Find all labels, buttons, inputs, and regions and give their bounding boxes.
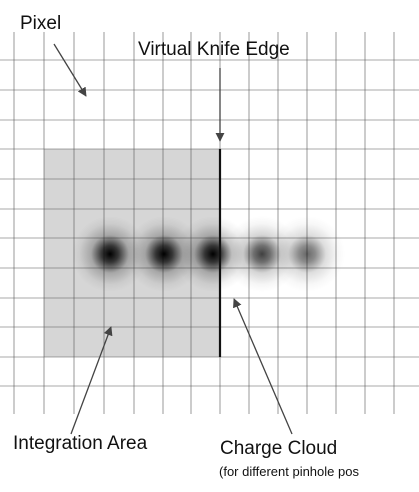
knife-edge-label: Virtual Knife Edge xyxy=(138,39,290,60)
charge-cloud-arrow xyxy=(233,298,293,435)
charge-cloud-group xyxy=(72,216,345,292)
pixel-label: Pixel xyxy=(20,13,62,34)
integration-area-label: Integration Area xyxy=(13,433,148,454)
integration-area-arrow xyxy=(70,326,113,435)
charge-cloud-note: (for different pinhole pos xyxy=(219,464,359,479)
charge-cloud-5 xyxy=(269,216,345,292)
charge-cloud-label: Charge Cloud xyxy=(220,438,338,459)
charge-cloud-1 xyxy=(72,216,148,292)
pixel-arrow xyxy=(53,43,87,97)
